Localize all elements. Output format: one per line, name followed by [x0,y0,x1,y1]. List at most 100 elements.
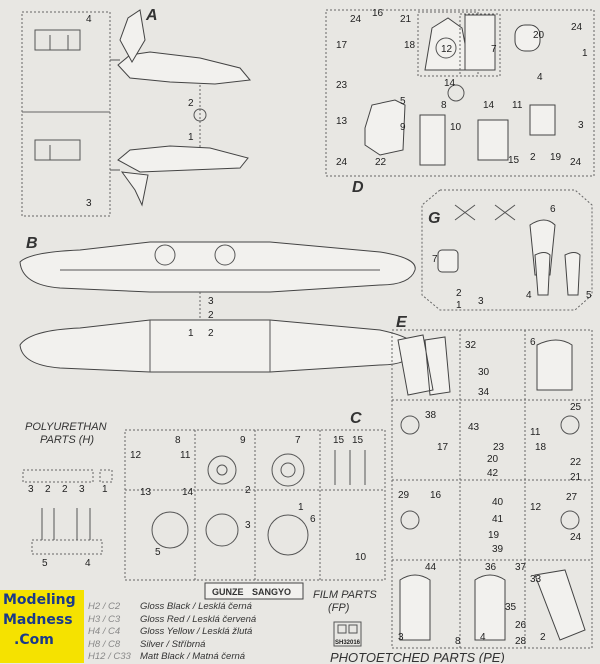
sprue-b-label: B [26,235,38,252]
part-number: 39 [492,544,504,555]
part-number: 11 [512,100,523,111]
part-number: 1 [102,484,108,495]
part-number: 8 [441,100,447,111]
part-number: 17 [437,442,449,453]
part-number: 3 [478,296,484,307]
part-number: 1 [188,328,194,339]
watermark-line3: .Com [14,632,54,648]
part-number: 5 [400,96,406,107]
part-number: 8 [455,636,461,647]
part-number: 1 [188,132,194,143]
paint-row: H4 / C4 Gloss Yellow / Lesklá žlutá [88,626,256,639]
part-number: 32 [465,340,477,351]
part-number: 3 [578,120,584,131]
part-number: 15 [508,155,520,166]
part-number: 24 [570,532,582,543]
part-number: 5 [42,558,48,569]
modelingmadness-watermark: Modeling Madness .Com [0,590,84,663]
part-number: 26 [515,620,527,631]
part-number: 36 [485,562,497,573]
part-number: 13 [336,116,348,127]
paint-code: H8 / C8 [88,638,121,650]
paint-code: H12 / C33 [88,651,131,662]
part-number: 43 [468,422,480,433]
part-number: 5 [586,290,592,301]
polyurethan-title: POLYURETHAN [25,421,107,433]
part-number: 37 [515,562,527,573]
part-number: 2 [208,310,214,321]
part-number: 3 [86,198,92,209]
part-number: 29 [398,490,410,501]
part-number: 4 [85,558,91,569]
part-number: 15 [333,435,345,446]
part-number: 4 [86,14,92,25]
part-number: 21 [570,472,582,483]
film-parts-title: FILM PARTS [313,589,377,601]
sprue-b: B 3 2 1 2 [19,235,416,373]
part-number: 20 [487,454,499,465]
part-number: 23 [336,80,348,91]
part-number: 4 [526,290,532,301]
part-number: 3 [208,296,214,307]
part-number: 7 [432,254,438,265]
paint-name: Silver / Stříbrná [140,638,206,650]
part-number: 41 [492,514,504,525]
part-number: 42 [487,468,499,479]
part-number: 27 [566,492,578,503]
film-parts: FILM PARTS (FP) SH32016 [313,589,377,647]
part-number: 3 [398,632,404,643]
part-number: 16 [430,490,442,501]
part-number: 14 [444,78,456,89]
part-number: 9 [400,122,406,133]
sprue-a: A 4 3 2 1 [21,7,251,217]
part-number: 2 [208,328,214,339]
part-number: 2 [540,632,546,643]
part-number: 11 [180,450,191,461]
part-number: 30 [478,367,490,378]
sprue-e-label: E [396,314,408,331]
part-number: 7 [295,435,301,446]
part-number: 2 [530,152,536,163]
part-number: 9 [240,435,246,446]
part-number: 13 [140,487,152,498]
part-number: 38 [425,410,437,421]
film-code: SH32016 [335,640,361,646]
paint-row: H8 / C8 Silver / Stříbrná [88,639,256,652]
part-number: 22 [570,457,582,468]
paint-name: Gloss Yellow / Lesklá žlutá [140,626,253,637]
part-number: 6 [530,337,536,348]
paint-code: H2 / C2 [88,601,121,612]
part-number: 3 [28,484,34,495]
sprue-d-label: D [352,179,364,196]
sprue-g-label: G [428,210,440,227]
part-number: 7 [491,44,497,55]
part-number: 12 [130,450,142,461]
part-number: 8 [175,435,181,446]
paint-name: Gloss Red / Lesklá červená [140,613,257,625]
paint-code: H4 / C4 [88,626,121,637]
part-number: 3 [245,520,251,531]
part-number: 44 [425,562,437,573]
brand-line2: SANGYO [252,587,291,597]
watermark-line1: Modeling [3,592,76,608]
part-number: 22 [375,157,387,168]
part-number: 3 [79,484,85,495]
part-number: 11 [530,427,541,438]
part-number: 23 [493,442,505,453]
part-number: 19 [550,152,562,163]
part-number: 14 [483,100,495,111]
part-number: 33 [530,574,542,585]
part-number: 35 [505,602,517,613]
part-number: 20 [533,30,545,41]
part-number: 10 [450,122,462,133]
paint-row: H3 / C3 Gloss Red / Lesklá červená [88,614,256,627]
part-number: 1 [298,502,304,513]
paint-code: H3 / C3 [88,613,121,625]
sprue-c-label: C [350,410,362,427]
photoetched-title: PHOTOETCHED PARTS (PE) [330,650,505,663]
